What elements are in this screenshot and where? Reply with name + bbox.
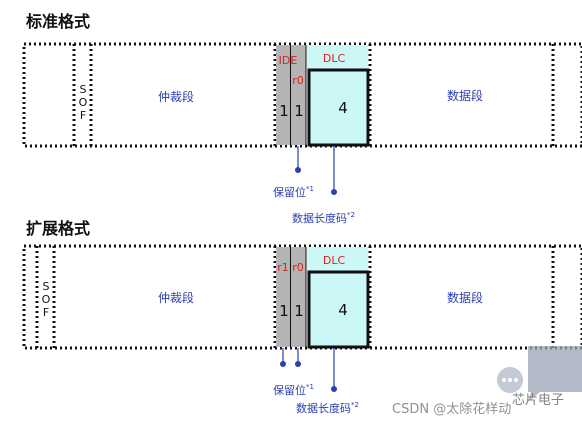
chat-bubble-icon: [528, 346, 582, 402]
standard-dlc-desc-label: 数据长度码*2: [292, 211, 355, 225]
standard-bit1: 1: [279, 102, 289, 120]
extended-frame: S O F 仲裁段 r1 r0 1 1 DLC 4 数据段: [22, 244, 582, 350]
extended-bit2: 1: [294, 302, 304, 320]
standard-dlc-label: DLC: [323, 52, 346, 65]
standard-r0-label: r0: [292, 74, 304, 87]
extended-reserved-dot-1: [280, 361, 286, 367]
standard-dlc-dot: [331, 189, 337, 195]
extended-r1-label: r1: [277, 261, 289, 274]
standard-bit2: 1: [294, 102, 304, 120]
standard-arbitration-label: 仲裁段: [158, 89, 194, 104]
standard-dlc-box: [307, 68, 370, 147]
extended-r0-label: r0: [292, 261, 304, 274]
standard-sof-o: O: [79, 96, 88, 109]
extended-sof-o: O: [42, 293, 51, 306]
standard-ide-bit: [276, 45, 290, 145]
extended-title: 扩展格式: [26, 219, 90, 238]
extended-dlc-dot: [331, 386, 337, 392]
standard-reserved-label: 保留位*1: [273, 185, 314, 199]
extended-r0-bit: [291, 247, 306, 347]
extended-sof-f: F: [43, 306, 49, 319]
chat-dot-icon: [502, 378, 506, 382]
standard-ide-label: IDE: [279, 54, 298, 67]
extended-arbitration-label: 仲裁段: [158, 290, 194, 305]
standard-sof-f: F: [80, 109, 86, 122]
standard-frame: S O F 仲裁段 IDE r0 1 1 DLC 4 数据段: [22, 42, 582, 148]
extended-data-label: 数据段: [447, 290, 483, 305]
standard-dlc-value: 4: [338, 99, 348, 117]
extended-bit1: 1: [279, 302, 289, 320]
chat-dot-icon: [508, 378, 512, 382]
extended-sof-s: S: [43, 280, 50, 293]
extended-dlc-value: 4: [338, 301, 348, 319]
standard-dlc-header: [307, 45, 368, 69]
watermark: 芯片电子 CSDN @太除花样动: [392, 346, 582, 417]
standard-reserved-dot: [295, 167, 301, 173]
standard-sof-s: S: [80, 83, 87, 96]
watermark-text: CSDN @太除花样动: [392, 401, 511, 417]
extended-dlc-header: [307, 247, 368, 271]
standard-title: 标准格式: [25, 12, 90, 31]
standard-r0-bit: [291, 45, 306, 145]
extended-reserved-dot-2: [295, 361, 301, 367]
watermark-brand: 芯片电子: [512, 393, 564, 408]
extended-dlc-desc-label: 数据长度码*2: [296, 401, 359, 415]
extended-dlc-label: DLC: [323, 254, 346, 267]
standard-data-label: 数据段: [447, 88, 483, 103]
extended-reserved-label: 保留位*1: [273, 383, 314, 397]
extended-r1-bit: [276, 247, 290, 347]
chat-dot-icon: [514, 378, 518, 382]
extended-dlc-box: [307, 270, 370, 349]
